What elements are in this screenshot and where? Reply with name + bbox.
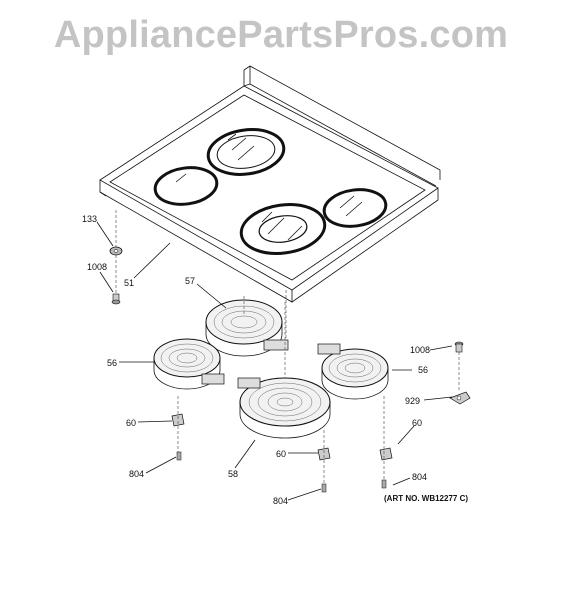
screw-part-left — [111, 293, 121, 305]
clip-part-60-right — [379, 447, 393, 461]
screw-part-804-left — [176, 451, 182, 461]
burner-ring-rear-right — [322, 188, 388, 228]
screw-part-804-right — [381, 479, 387, 489]
burner-ring-front-left — [153, 166, 219, 206]
callout-58: 58 — [228, 469, 238, 479]
heating-element-56-right — [317, 343, 389, 400]
callout-56-right: 56 — [418, 365, 428, 375]
callout-133: 133 — [82, 214, 97, 224]
callout-929: 929 — [405, 396, 420, 406]
cooktop-glass — [99, 65, 441, 303]
callout-1008-left: 1008 — [87, 262, 107, 272]
grommet-part — [109, 246, 123, 256]
callout-804-right: 804 — [412, 472, 427, 482]
heating-element-56-left — [153, 338, 225, 390]
callout-60-left: 60 — [126, 418, 136, 428]
burner-ring-front-right — [239, 203, 327, 255]
clip-part-60-left — [171, 413, 185, 427]
callout-804-center: 804 — [273, 496, 288, 506]
screw-part-right — [454, 341, 464, 353]
bracket-part-929 — [449, 391, 471, 405]
callout-56-left: 56 — [107, 358, 117, 368]
burner-ring-rear-left — [206, 128, 286, 176]
art-number: (ART NO. WB12277 C) — [384, 494, 468, 503]
callout-1008-right: 1008 — [410, 345, 430, 355]
callout-57: 57 — [185, 276, 195, 286]
watermark-logo: AppliancePartsPros.com — [53, 14, 509, 56]
callout-51: 51 — [124, 278, 134, 288]
clip-part-60-center — [317, 447, 331, 461]
callout-804-left: 804 — [129, 469, 144, 479]
screw-part-804-center — [321, 483, 327, 493]
callout-60-center: 60 — [276, 449, 286, 459]
callout-60-right: 60 — [412, 418, 422, 428]
heating-element-57 — [205, 299, 289, 357]
heating-element-58 — [237, 377, 331, 439]
